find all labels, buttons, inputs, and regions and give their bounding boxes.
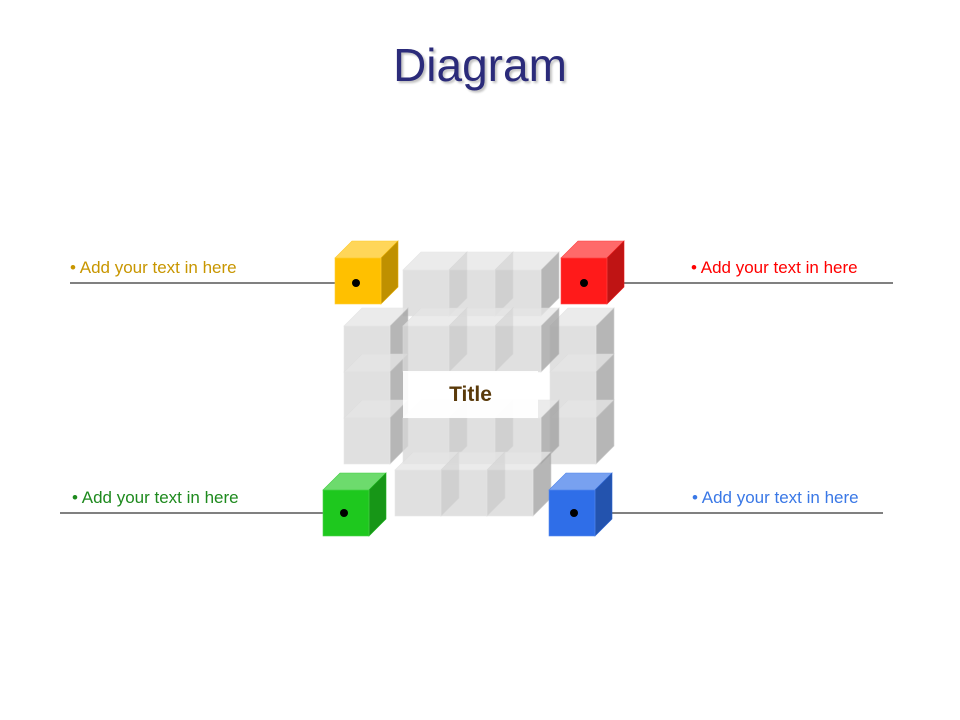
text-bottom-right[interactable]: • Add your text in here — [692, 488, 859, 507]
glass-cube — [343, 399, 409, 465]
dot-top-left — [352, 279, 360, 287]
cube-front-face — [343, 417, 391, 465]
glass-cube — [486, 451, 552, 517]
dot-bottom-left — [340, 509, 348, 517]
cube-front-face — [440, 469, 488, 517]
glass-cube — [494, 307, 560, 373]
text-top-right[interactable]: • Add your text in here — [691, 258, 858, 277]
cube-front-face — [402, 325, 450, 373]
cube-top-right — [560, 240, 625, 305]
slide-title: Diagram — [393, 39, 567, 91]
dot-top-right — [580, 279, 588, 287]
connector-lines — [60, 282, 893, 514]
glass-cube — [549, 399, 615, 465]
cube-front-face — [494, 325, 542, 373]
colored-cubes — [322, 240, 625, 537]
text-bottom-left[interactable]: • Add your text in here — [72, 488, 239, 507]
cube-bottom-right — [548, 472, 613, 537]
cube-front-face — [448, 325, 496, 373]
cube-front-face — [486, 469, 534, 517]
text-top-left[interactable]: • Add your text in here — [70, 258, 237, 277]
dot-bottom-right — [570, 509, 578, 517]
cube-top-left — [334, 240, 399, 305]
glass-cube — [494, 251, 560, 317]
cube-bottom-left — [322, 472, 387, 537]
center-title[interactable]: Title — [403, 371, 538, 418]
cube-front-face — [394, 469, 442, 517]
